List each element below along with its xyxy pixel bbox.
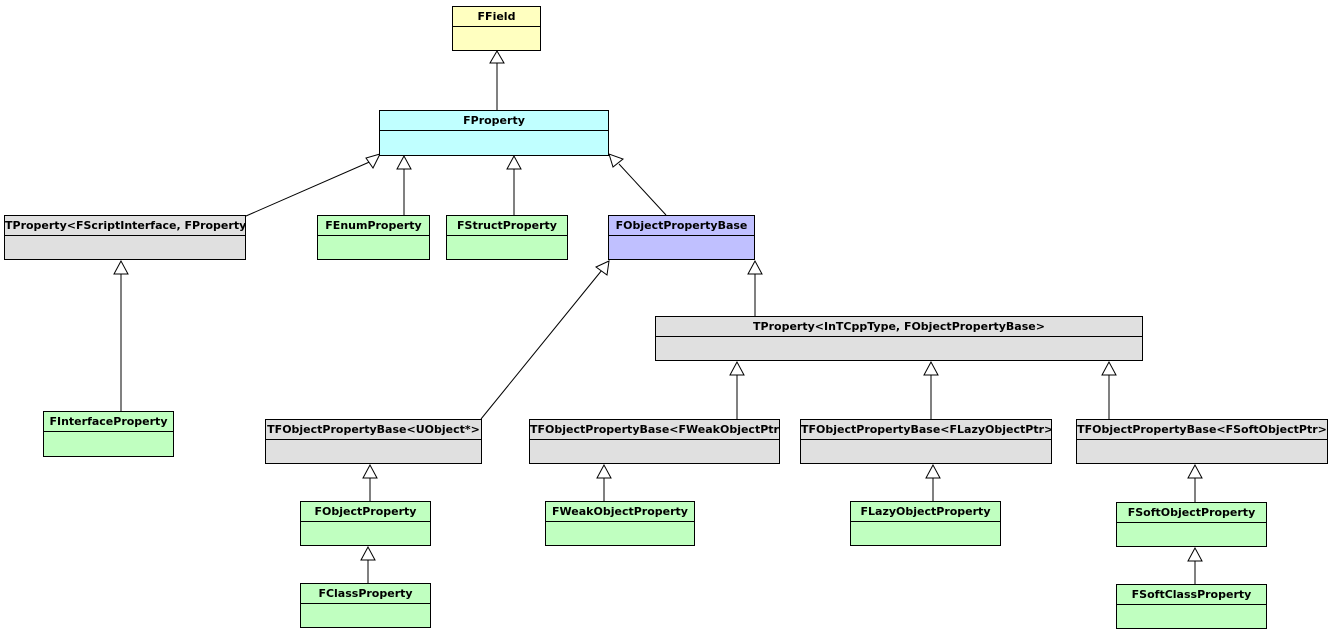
arrowhead-tfobj-soft: [1187, 463, 1203, 479]
class-tfobjectpropertybase-fweakobjectptr: TFObjectPropertyBase<FWeakObjectPtr>: [529, 419, 780, 464]
class-name: FObjectProperty: [301, 502, 430, 522]
arrowhead-ffield: [489, 50, 505, 64]
class-name: FSoftClassProperty: [1117, 585, 1266, 605]
arrowhead-fproperty-right: [608, 153, 625, 168]
class-name: FInterfaceProperty: [44, 412, 173, 432]
class-tfobjectpropertybase-fsoftobjectptr: TFObjectPropertyBase<FSoftObjectPtr>: [1076, 419, 1328, 464]
class-ffield: FField: [452, 6, 541, 51]
arrowhead-fproperty-enum: [396, 154, 412, 170]
class-fenumproperty: FEnumProperty: [317, 215, 430, 260]
arrowhead-tproperty-incpp-right: [1101, 360, 1117, 376]
arrowhead-tfobj-weak: [596, 463, 612, 479]
class-name: TFObjectPropertyBase<FLazyObjectPtr>: [801, 420, 1051, 440]
class-fproperty: FProperty: [379, 110, 609, 156]
class-name: TFObjectPropertyBase<FWeakObjectPtr>: [530, 420, 779, 440]
class-name: FObjectPropertyBase: [609, 216, 754, 236]
class-name: FSoftObjectProperty: [1117, 503, 1266, 523]
class-name: FStructProperty: [447, 216, 567, 236]
edge-fobjectbase-fproperty: [618, 163, 667, 216]
arrowhead-tproperty-script: [113, 259, 129, 275]
arrowhead-tfobj-uobject: [362, 463, 378, 479]
class-tproperty-fscriptinterface: TProperty<FScriptInterface, FProperty>: [4, 215, 246, 260]
class-flazyobjectproperty: FLazyObjectProperty: [850, 501, 1001, 546]
arrowhead-tproperty-incpp-left: [729, 360, 745, 376]
class-fweakobjectproperty: FWeakObjectProperty: [545, 501, 695, 546]
edge-tproperty-script-fproperty: [245, 159, 375, 217]
class-name: FWeakObjectProperty: [546, 502, 694, 522]
class-name: FProperty: [380, 111, 608, 131]
arrowhead-fobjectbase-diagonal: [595, 260, 610, 276]
edge-tfobj-uobject-fobjectbase: [480, 269, 603, 420]
class-name: FField: [453, 7, 540, 27]
class-name: FLazyObjectProperty: [851, 502, 1000, 522]
class-name: TProperty<InTCppType, FObjectPropertyBas…: [656, 317, 1142, 337]
class-fsoftclassproperty: FSoftClassProperty: [1116, 584, 1267, 629]
arrowhead-tfobj-lazy: [925, 463, 941, 479]
arrowhead-fproperty-left: [365, 153, 381, 169]
class-fsoftobjectproperty: FSoftObjectProperty: [1116, 502, 1267, 547]
arrowhead-fsoft: [1187, 546, 1203, 562]
class-name: TFObjectPropertyBase<FSoftObjectPtr>: [1077, 420, 1327, 440]
arrowhead-fobjectbase-vertical: [747, 259, 763, 275]
class-name: TProperty<FScriptInterface, FProperty>: [5, 216, 245, 236]
class-name: FEnumProperty: [318, 216, 429, 236]
arrowhead-tproperty-incpp-mid: [923, 360, 939, 376]
arrowhead-fproperty-struct: [506, 154, 522, 170]
class-fobjectpropertybase: FObjectPropertyBase: [608, 215, 755, 260]
class-fstructproperty: FStructProperty: [446, 215, 568, 260]
class-name: FClassProperty: [301, 584, 430, 604]
class-finterfaceproperty: FInterfaceProperty: [43, 411, 174, 457]
class-tfobjectpropertybase-uobject: TFObjectPropertyBase<UObject*>: [265, 419, 482, 464]
class-tfobjectpropertybase-flazyobjectptr: TFObjectPropertyBase<FLazyObjectPtr>: [800, 419, 1052, 464]
class-tproperty-intcpptype: TProperty<InTCppType, FObjectPropertyBas…: [655, 316, 1143, 361]
arrowhead-fobject: [360, 545, 376, 561]
class-fobjectproperty: FObjectProperty: [300, 501, 431, 546]
class-fclassproperty: FClassProperty: [300, 583, 431, 628]
class-name: TFObjectPropertyBase<UObject*>: [266, 420, 481, 440]
